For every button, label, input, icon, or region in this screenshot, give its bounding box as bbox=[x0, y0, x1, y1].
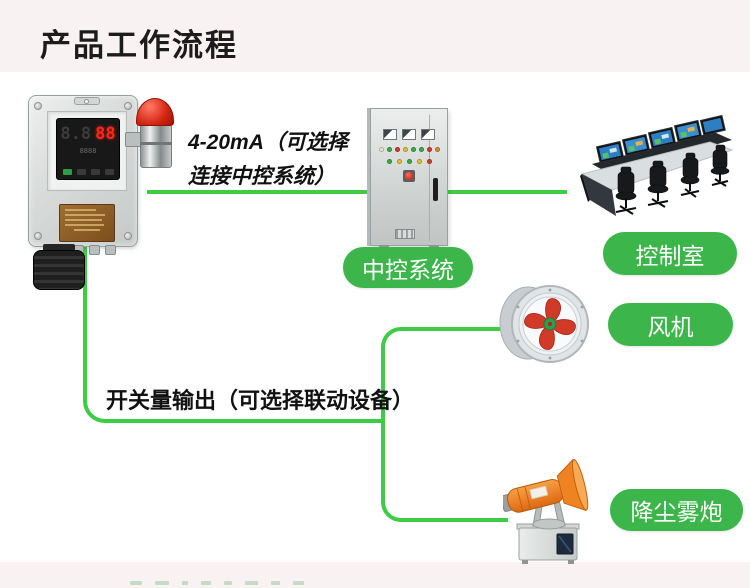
indicator-light bbox=[417, 159, 422, 164]
label-fog-cannon: 降尘雾炮 bbox=[610, 489, 743, 531]
fog-cannon-icon bbox=[500, 458, 589, 564]
sensor-neck bbox=[43, 244, 75, 254]
fan-photo bbox=[496, 282, 592, 366]
detector-window: 8.8 88 8888 bbox=[47, 111, 127, 191]
detector-enclosure: 8.8 88 8888 bbox=[28, 95, 138, 247]
cable-gland bbox=[89, 245, 100, 255]
indicator-light bbox=[403, 147, 408, 152]
connector-analog-line bbox=[147, 190, 567, 194]
alarm-beacon-body bbox=[140, 124, 172, 168]
indicator-light bbox=[427, 147, 432, 152]
connector-switch-line bbox=[83, 245, 383, 423]
display-buttons bbox=[57, 169, 119, 175]
screw-icon bbox=[34, 232, 42, 240]
label-fan: 风机 bbox=[608, 303, 733, 346]
indicator-light bbox=[411, 147, 416, 152]
digits-lit: 88 bbox=[95, 124, 116, 144]
indicator-light bbox=[379, 147, 384, 152]
indicator-light bbox=[397, 159, 402, 164]
alarm-beacon-band bbox=[140, 142, 172, 145]
connector-fan-branch bbox=[381, 327, 503, 427]
fog-cannon-photo bbox=[500, 458, 603, 570]
indicator-light bbox=[407, 159, 412, 164]
gas-sensor-head bbox=[33, 250, 85, 290]
control-room-illustration bbox=[580, 114, 734, 216]
analog-annotation-line2: 连接中控系统） bbox=[188, 165, 335, 188]
footer-band bbox=[0, 562, 750, 588]
screw-icon bbox=[124, 102, 132, 110]
title-band bbox=[0, 0, 750, 72]
digits-dim: 8.8 bbox=[60, 124, 92, 144]
indicator-light bbox=[435, 147, 440, 152]
display-digits: 8.8 88 bbox=[57, 119, 119, 143]
cabinet-handle bbox=[433, 178, 438, 201]
emergency-button bbox=[403, 170, 415, 182]
dust-detector-device: 8.8 88 8888 bbox=[25, 90, 180, 295]
display-sub-digits: 8888 bbox=[79, 147, 97, 155]
mounting-tab bbox=[74, 97, 100, 105]
cabinet-door-seam bbox=[429, 115, 430, 241]
indicator-light bbox=[427, 159, 432, 164]
indicator-light bbox=[387, 147, 392, 152]
indicator-light bbox=[419, 147, 424, 152]
page-title: 产品工作流程 bbox=[40, 28, 238, 63]
cabinet-vent bbox=[395, 229, 415, 239]
cable-gland bbox=[105, 245, 116, 255]
nameplate bbox=[59, 204, 115, 242]
next-section-cutoff bbox=[130, 581, 304, 585]
screw-icon bbox=[124, 232, 132, 240]
connector-fog-cannon-branch bbox=[381, 423, 508, 522]
indicator-light bbox=[387, 159, 392, 164]
office-chair-icon bbox=[615, 144, 730, 215]
monitor-icon bbox=[595, 114, 726, 164]
analog-output-annotation: 4-20mA（可选择 连接中控系统） bbox=[188, 126, 348, 194]
panel-meter bbox=[383, 129, 397, 140]
control-room-photo bbox=[580, 110, 748, 235]
control-cabinet bbox=[370, 108, 448, 249]
detector-display: 8.8 88 8888 bbox=[56, 118, 120, 180]
screw-icon bbox=[34, 102, 42, 110]
axial-fan-icon bbox=[499, 285, 589, 363]
label-central-control-system: 中控系统 bbox=[343, 247, 473, 288]
panel-meter bbox=[402, 129, 416, 140]
panel-meter bbox=[421, 129, 435, 140]
switch-output-annotation: 开关量输出（可选择联动设备） bbox=[106, 388, 415, 413]
label-control-room: 控制室 bbox=[603, 232, 737, 275]
alarm-beacon-dome bbox=[136, 98, 174, 126]
analog-annotation-line1: 4-20mA（可选择 bbox=[188, 131, 348, 154]
indicator-light bbox=[395, 147, 400, 152]
